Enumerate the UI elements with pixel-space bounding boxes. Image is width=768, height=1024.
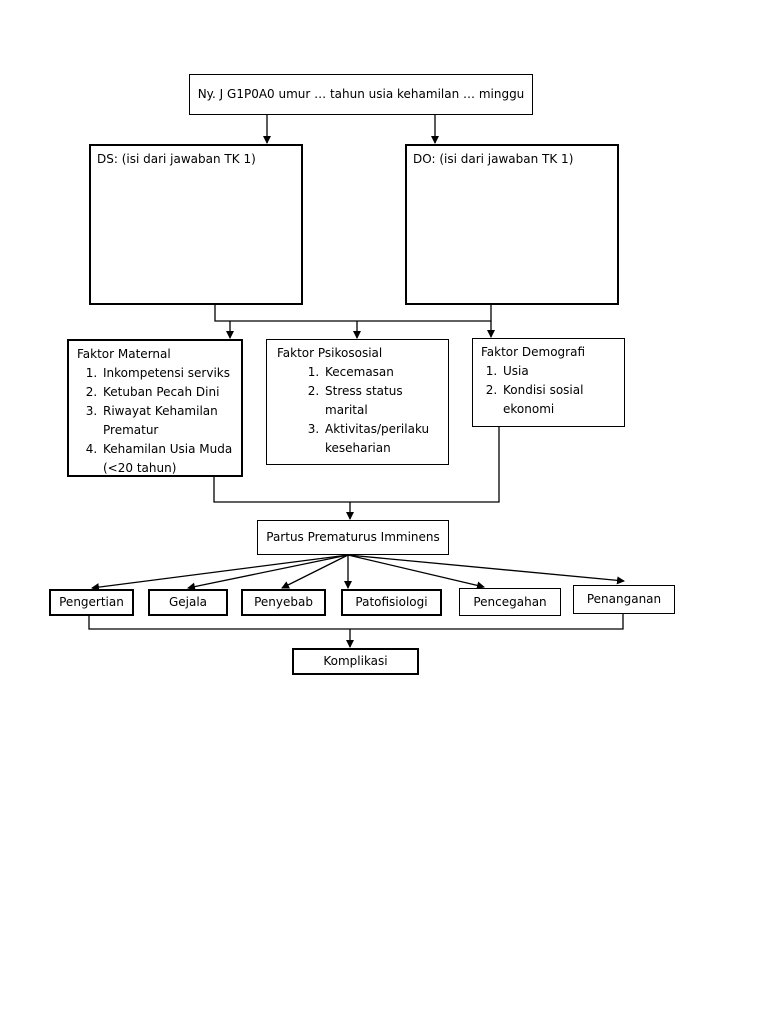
topic-label: Gejala — [168, 595, 208, 609]
list-item: Kehamilan Usia Muda (<20 tahun) — [101, 440, 235, 478]
merge-topics — [88, 614, 624, 630]
ds-label: DS: (isi dari jawaban TK 1) — [97, 152, 256, 166]
faktor-demografi-box: Faktor Demografi Usia Kondisi sosial eko… — [472, 338, 625, 427]
topic-patofisiologi: Patofisiologi — [341, 589, 442, 616]
komplikasi-box: Komplikasi — [292, 648, 419, 675]
topic-pengertian: Pengertian — [49, 589, 134, 616]
topic-label: Penanganan — [586, 592, 662, 606]
list-item: Stress status marital — [323, 382, 442, 420]
arrow-to-penyebab — [281, 554, 349, 589]
komplikasi-label: Komplikasi — [323, 654, 388, 668]
list-item: Kecemasan — [323, 363, 442, 382]
topic-gejala: Gejala — [148, 589, 228, 616]
header-text: Ny. J G1P0A0 umur … tahun usia kehamilan… — [197, 87, 525, 101]
partus-box: Partus Prematurus Imminens — [257, 520, 449, 555]
list-item: Ketuban Pecah Dini — [101, 383, 235, 402]
topic-penyebab: Penyebab — [241, 589, 326, 616]
topic-label: Penyebab — [254, 595, 313, 609]
do-box: DO: (isi dari jawaban TK 1) — [405, 144, 619, 305]
arrow-to-gejala — [187, 554, 349, 591]
arrow-to-penanganan — [347, 554, 625, 585]
list-item: Kondisi sosial ekonomi — [501, 381, 618, 419]
faktor-psikososial-list: Kecemasan Stress status marital Aktivita… — [277, 363, 442, 458]
faktor-demografi-title: Faktor Demografi — [481, 345, 586, 359]
ds-box: DS: (isi dari jawaban TK 1) — [89, 144, 303, 305]
topic-label: Pencegahan — [473, 594, 547, 609]
topic-label: Pengertian — [59, 595, 124, 609]
merge-factors — [213, 426, 500, 503]
arrow-to-pengertian — [91, 554, 349, 592]
topic-label: Patofisiologi — [355, 595, 428, 609]
faktor-psikososial-title: Faktor Psikososial — [277, 346, 383, 360]
topic-pencegahan: Pencegahan — [459, 588, 561, 616]
do-label: DO: (isi dari jawaban TK 1) — [413, 152, 574, 166]
merge-ds-do — [214, 304, 492, 322]
faktor-maternal-box: Faktor Maternal Inkompetensi serviks Ket… — [67, 339, 243, 477]
list-item: Riwayat Kehamilan Prematur — [101, 402, 235, 440]
faktor-maternal-title: Faktor Maternal — [77, 347, 171, 361]
list-item: Inkompetensi serviks — [101, 364, 235, 383]
topic-penanganan: Penanganan — [573, 585, 675, 614]
partus-label: Partus Prematurus Imminens — [266, 530, 440, 544]
header-box: Ny. J G1P0A0 umur … tahun usia kehamilan… — [189, 74, 533, 115]
list-item: Aktivitas/perilaku keseharian — [323, 420, 442, 458]
faktor-demografi-list: Usia Kondisi sosial ekonomi — [481, 362, 618, 419]
list-item: Usia — [501, 362, 618, 381]
faktor-psikososial-box: Faktor Psikososial Kecemasan Stress stat… — [266, 339, 449, 465]
arrow-to-pencegahan — [347, 554, 485, 590]
faktor-maternal-list: Inkompetensi serviks Ketuban Pecah Dini … — [77, 364, 235, 478]
